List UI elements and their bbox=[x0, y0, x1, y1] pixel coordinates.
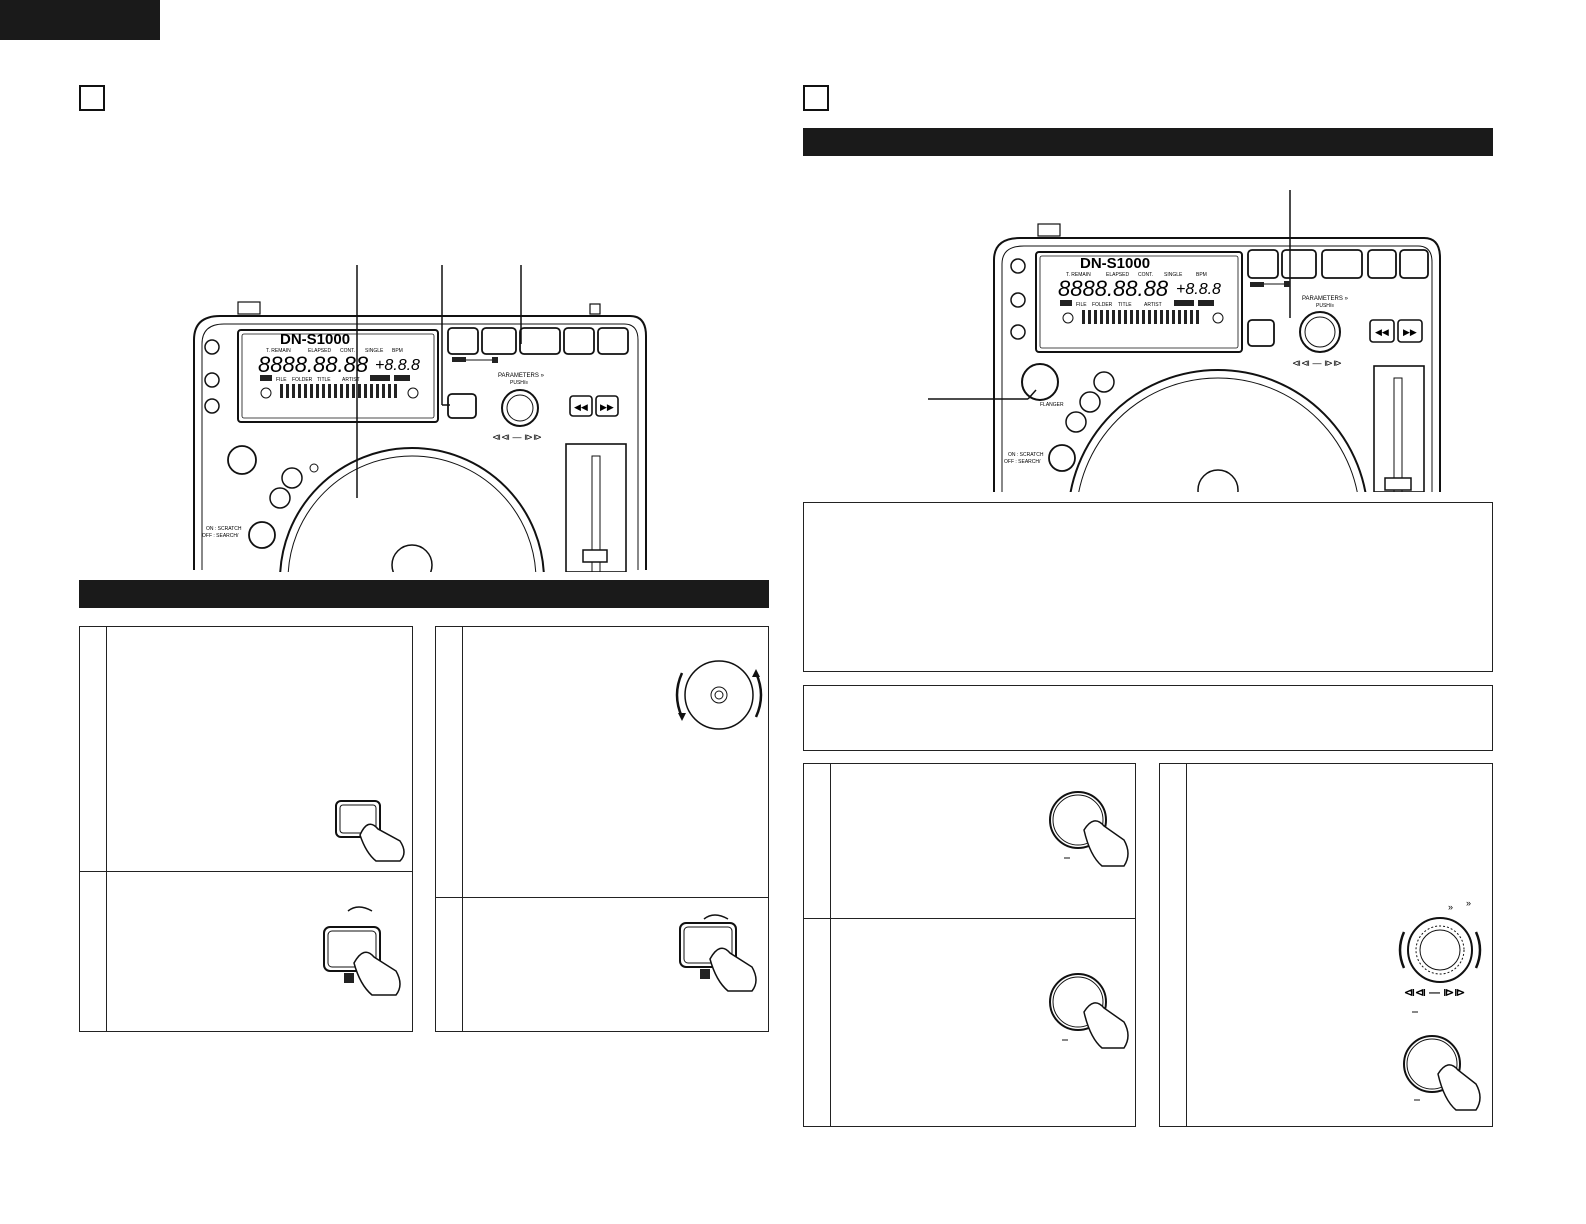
svg-text:ON : SCRATCH: ON : SCRATCH bbox=[1008, 452, 1044, 458]
svg-text:T. REMAIN: T. REMAIN bbox=[1066, 272, 1091, 278]
svg-text:BPM: BPM bbox=[1196, 272, 1207, 278]
lcd-pitch-digits: +8.8.8 bbox=[375, 357, 420, 374]
press-loop-button-illustration-2 bbox=[679, 914, 757, 992]
svg-text:ELAPSED: ELAPSED bbox=[308, 348, 331, 354]
lcd-time-digits: 8888.88.88 bbox=[258, 352, 369, 377]
right-section-header-bar bbox=[803, 128, 1493, 156]
step-box-left-a bbox=[79, 626, 413, 1032]
info-box-right-a bbox=[803, 502, 1493, 672]
svg-text:⧏⧏ — ⧐⧐: ⧏⧏ — ⧐⧐ bbox=[1292, 358, 1342, 368]
svg-text:PUSH/≡: PUSH/≡ bbox=[510, 380, 528, 386]
svg-text:TITLE: TITLE bbox=[1118, 302, 1132, 308]
loop-arrow-icon bbox=[347, 906, 373, 912]
svg-text:◀◀: ◀◀ bbox=[1375, 327, 1389, 337]
section-marker-right bbox=[803, 85, 829, 111]
section-marker-left bbox=[79, 85, 105, 111]
svg-text:FOLDER: FOLDER bbox=[292, 377, 313, 383]
svg-text:ELAPSED: ELAPSED bbox=[1106, 272, 1129, 278]
svg-text:OFF : SEARCH/: OFF : SEARCH/ bbox=[202, 533, 239, 539]
disc-rotate-illustration bbox=[675, 660, 763, 730]
svg-text:FILE: FILE bbox=[276, 377, 287, 383]
info-box-right-b bbox=[803, 685, 1493, 751]
rotate-knob-illustration: » » ⧏⧏ — ⧐⧐ bbox=[1398, 898, 1482, 1013]
lcd-model-name-right: DN-S1000 bbox=[1080, 255, 1150, 272]
finger-icon bbox=[353, 951, 401, 996]
svg-text:TITLE: TITLE bbox=[317, 377, 331, 383]
svg-text:◀◀: ◀◀ bbox=[574, 402, 588, 412]
svg-text:SINGLE: SINGLE bbox=[1164, 272, 1183, 278]
press-button-illustration bbox=[335, 800, 405, 862]
svg-text:FILE: FILE bbox=[1076, 302, 1087, 308]
press-round-button-illustration bbox=[1049, 791, 1129, 867]
svg-text:ARTIST: ARTIST bbox=[342, 377, 360, 383]
svg-text:⧏⧏ — ⧐⧐: ⧏⧏ — ⧐⧐ bbox=[1404, 987, 1465, 999]
svg-text:BPM: BPM bbox=[392, 348, 403, 354]
svg-text:FOLDER: FOLDER bbox=[1092, 302, 1113, 308]
svg-text:»: » bbox=[1448, 902, 1453, 912]
finger-icon bbox=[1437, 1064, 1481, 1111]
svg-text:T. REMAIN: T. REMAIN bbox=[266, 348, 291, 354]
svg-text:OFF : SEARCH/: OFF : SEARCH/ bbox=[1004, 459, 1041, 465]
device-illustration-right: DN-S1000 T. REMAIN ELAPSED CONT. SINGLE … bbox=[928, 190, 1441, 492]
finger-icon bbox=[1083, 1002, 1129, 1049]
svg-text:▶▶: ▶▶ bbox=[600, 402, 614, 412]
lcd-model-name: DN-S1000 bbox=[280, 331, 350, 348]
svg-text:FLANGER: FLANGER bbox=[1040, 402, 1064, 408]
step-box-right-a bbox=[803, 763, 1136, 1127]
svg-text:ARTIST: ARTIST bbox=[1144, 302, 1162, 308]
svg-text:▶▶: ▶▶ bbox=[1403, 327, 1417, 337]
svg-text:PARAMETERS »: PARAMETERS » bbox=[1302, 296, 1349, 302]
svg-text:»: » bbox=[1466, 898, 1471, 908]
finger-icon bbox=[709, 947, 757, 992]
finger-icon bbox=[359, 823, 405, 862]
svg-text:ON : SCRATCH: ON : SCRATCH bbox=[206, 526, 242, 532]
loop-arrow-icon bbox=[703, 914, 729, 920]
svg-text:CONT.: CONT. bbox=[1138, 272, 1153, 278]
svg-text:+8.8.8: +8.8.8 bbox=[1176, 281, 1221, 298]
svg-text:⧏⧏ — ⧐⧐: ⧏⧏ — ⧐⧐ bbox=[492, 432, 542, 442]
svg-text:8888.88.88: 8888.88.88 bbox=[1058, 276, 1169, 301]
left-section-header-bar bbox=[79, 580, 769, 608]
svg-text:SINGLE: SINGLE bbox=[365, 348, 384, 354]
press-round-button-illustration-2 bbox=[1049, 973, 1129, 1049]
page-corner-tab bbox=[0, 0, 160, 40]
svg-text:CONT.: CONT. bbox=[340, 348, 355, 354]
press-loop-button-illustration bbox=[323, 906, 401, 996]
finger-icon bbox=[1083, 820, 1129, 867]
step-box-right-b: » » ⧏⧏ — ⧐⧐ bbox=[1159, 763, 1493, 1127]
svg-text:PUSH/≡: PUSH/≡ bbox=[1316, 303, 1334, 309]
device-illustration-left: DN-S1000 T. REMAIN ELAPSED CONT. SINGLE … bbox=[193, 265, 647, 572]
press-round-button-illustration-3 bbox=[1403, 1035, 1481, 1111]
step-box-left-b bbox=[435, 626, 769, 1032]
parameters-label: PARAMETERS » bbox=[498, 373, 545, 379]
